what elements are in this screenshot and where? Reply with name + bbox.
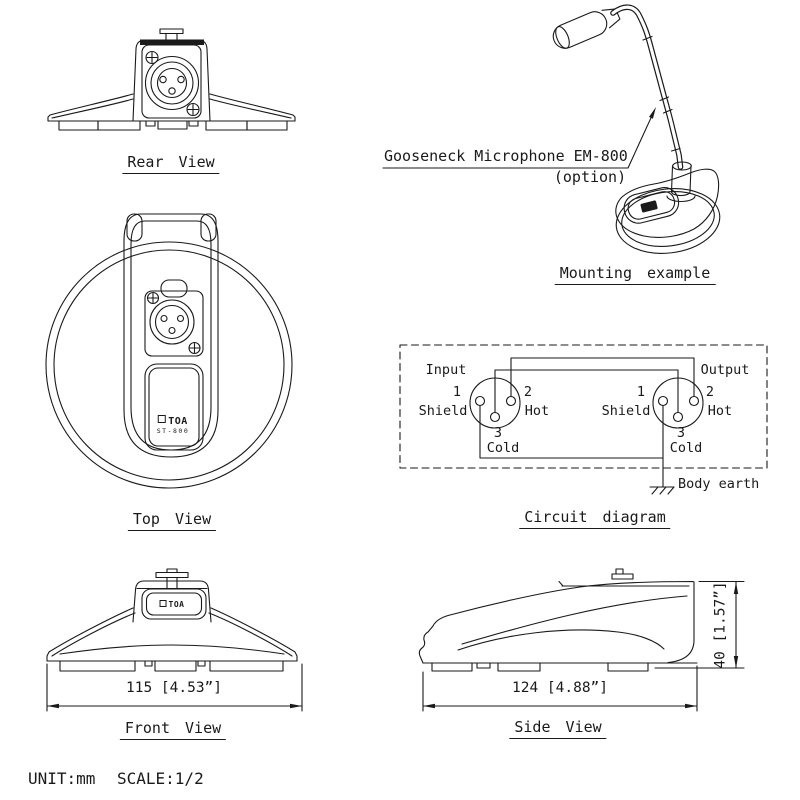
gooseneck-callout-option: (option) [553,168,627,186]
mount-screw-icon [155,568,189,589]
side-height-dim-text: 40 [1.57”] [712,581,729,669]
toa-logo-mark-icon [158,415,167,423]
side-width-dimension [422,665,698,712]
circuit-input-label: Input [425,362,467,378]
mounting-example-label: Mounting example [554,265,716,285]
front-view-label: Front View [119,720,227,740]
rear-view-drawing [47,28,296,131]
toa-logo-mark-icon [159,600,167,607]
front-width-dim-text: 115 [4.53”] [125,680,223,696]
gooseneck-callout: Gooseneck Microphone EM-800 [384,147,628,165]
clamp-screw-icon [611,568,634,580]
panel-screw-icon [145,50,200,117]
input-pin3-num: 3 [493,425,503,441]
front-view-drawing [46,568,303,712]
unit-note: UNIT:mm [28,769,96,788]
xlr-input-symbol [469,377,521,429]
rear-view-label: Rear View [122,154,220,174]
input-pin2-name: Hot [524,403,550,419]
toa-logo-top-view: TOA ST-800 [156,415,190,435]
toa-logo-front-view: TOA [159,600,185,609]
input-pin2-num: 2 [523,384,533,400]
side-height-dimension [654,580,745,669]
earth-ground-icon [649,486,675,495]
output-pin2-name: Hot [707,403,733,419]
circuit-output-label: Output [700,362,750,378]
panel-screw-icon [146,291,201,355]
gooseneck-stem [610,4,684,170]
side-view-drawing [418,568,745,712]
output-pin3-num: 3 [676,425,686,441]
top-view-label: Top View [127,511,217,531]
microphone-capsule [552,8,621,49]
mounting-example-drawing [382,4,721,254]
scale-note: SCALE:1/2 [117,769,204,788]
xlr-output-symbol [652,377,704,429]
input-pin1-num: 1 [452,384,462,400]
callout-leader-line [382,107,656,169]
side-view-label: Side View [509,719,607,739]
output-pin3-name: Cold [669,440,703,456]
desk-base [615,168,721,254]
input-pin1-name: Shield [418,403,468,419]
circuit-diagram-label: Circuit diagram [519,509,671,529]
front-width-dimension [46,663,303,712]
output-pin1-num: 1 [636,384,646,400]
body-earth-label: Body earth [678,476,760,492]
circuit-diagram-drawing [399,344,768,495]
top-view-drawing [45,213,293,489]
xlr-connector-rear [144,55,200,111]
mount-screw-icon [159,28,184,41]
output-pin1-name: Shield [601,403,651,419]
side-width-dim-text: 124 [4.88”] [511,680,609,696]
input-pin3-name: Cold [486,440,520,456]
xlr-connector-top [149,299,195,345]
output-pin2-num: 2 [705,384,715,400]
toa-badge [640,200,658,213]
